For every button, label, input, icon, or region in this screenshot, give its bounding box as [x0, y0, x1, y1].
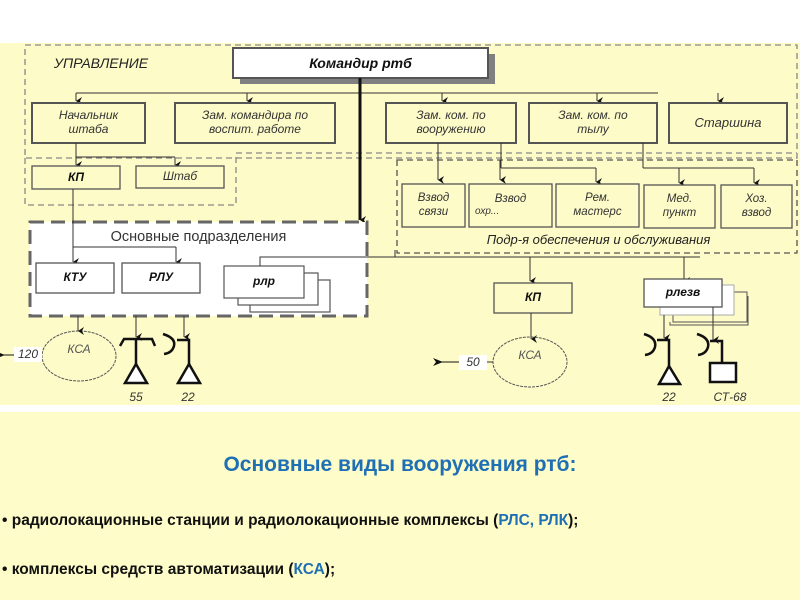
- deputy-box-education: [174, 102, 336, 144]
- staff-label[interactable]: Штаб: [162, 169, 198, 184]
- rlu-box: [121, 262, 201, 294]
- radar-st68-icon: [696, 332, 738, 384]
- support-box-medical: [643, 184, 716, 229]
- ktu-label[interactable]: КТУ: [63, 270, 87, 285]
- range-left-label: 120: [17, 346, 39, 361]
- support-box-household: [720, 184, 793, 229]
- radar-22-right-icon: [643, 332, 683, 386]
- rlezv-label[interactable]: рлезв: [665, 285, 701, 300]
- kp-right-box: [493, 282, 573, 314]
- staff-box: [135, 165, 225, 189]
- support-box-guard: [468, 183, 553, 228]
- deputy-box-chief-of-staff: [31, 102, 146, 144]
- support-repair[interactable]: Рем.мастерс: [573, 192, 622, 218]
- main-units-label: Основные подразделения: [110, 228, 287, 245]
- hq-subcontainer: [24, 152, 797, 206]
- range-right-box: [459, 355, 487, 370]
- management-container: [24, 44, 798, 159]
- rlr-box: [223, 265, 305, 299]
- ktu-box: [35, 262, 115, 294]
- radar-22-right-label: 22: [662, 390, 676, 405]
- radar-st68-label: СТ-68: [713, 390, 747, 405]
- radar-22-left-label: 22: [181, 390, 195, 405]
- kp-right-label[interactable]: КП: [524, 290, 541, 305]
- ksa-left-label[interactable]: КСА: [67, 342, 91, 357]
- support-label: Подр-я обеспечения и обслуживания: [486, 231, 711, 247]
- rlr-label[interactable]: рлр: [253, 274, 275, 289]
- kp-top-box: [31, 165, 121, 190]
- commander-label[interactable]: Командир ртб: [309, 54, 412, 71]
- deputy-box-rear: [528, 102, 658, 144]
- section-title: Основные виды вооружения ртб:: [223, 453, 577, 476]
- deputy-sergeant-major[interactable]: Старшина: [694, 114, 762, 130]
- radar-22-left-icon: [162, 332, 203, 385]
- text-panel-background: [0, 412, 800, 600]
- support-medical[interactable]: Мед.пункт: [662, 193, 697, 219]
- kp-top-label[interactable]: КП: [67, 169, 84, 184]
- radar-55-label: 55: [129, 390, 143, 405]
- bullet-ksa: • комплексы средств автоматизации (КСА);: [2, 561, 336, 578]
- radar-55-icon: [118, 337, 157, 385]
- support-container: [396, 159, 798, 254]
- bullet-radar: • радиолокационные станции и радиолокаци…: [2, 512, 579, 529]
- deputy-box-armament: [385, 102, 517, 144]
- ksa-right-label[interactable]: КСА: [518, 348, 542, 363]
- range-left-box: [14, 347, 42, 362]
- support-household[interactable]: Хоз.взвод: [741, 193, 772, 219]
- rlezv-box: [643, 278, 723, 308]
- support-box-comms: [401, 183, 466, 228]
- deputy-box-sergeant-major: [668, 102, 788, 144]
- support-box-repair: [555, 183, 640, 228]
- range-right-label: 50: [466, 354, 480, 369]
- management-label: УПРАВЛЕНИЕ: [54, 55, 149, 71]
- rlu-label[interactable]: РЛУ: [148, 270, 174, 285]
- commander-box: [232, 47, 489, 79]
